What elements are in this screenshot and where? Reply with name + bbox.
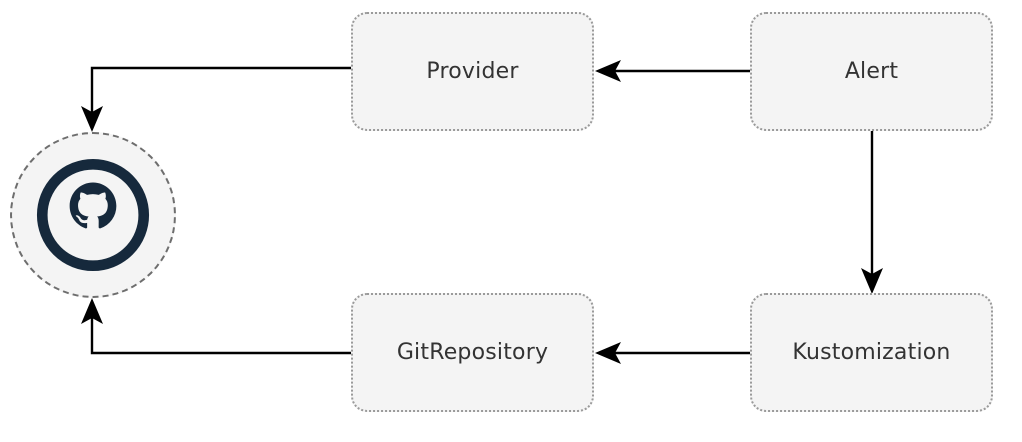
node-gitrepository-label: GitRepository [396,340,549,365]
node-provider[interactable]: Provider [351,12,594,131]
edge-kustomization-to-gitrepository [595,342,750,364]
node-provider-label: Provider [426,59,519,84]
node-alert[interactable]: Alert [750,12,993,131]
edge-provider-to-github [81,66,351,132]
github-octocat-icon [34,156,152,274]
edge-alert-to-provider [595,60,750,82]
node-alert-label: Alert [844,59,899,84]
node-kustomization-label: Kustomization [792,340,951,365]
edge-alert-to-kustomization [861,131,883,294]
node-github[interactable] [10,132,176,298]
node-gitrepository[interactable]: GitRepository [351,293,594,412]
edge-gitrepository-to-github [81,298,351,355]
node-kustomization[interactable]: Kustomization [750,293,993,412]
